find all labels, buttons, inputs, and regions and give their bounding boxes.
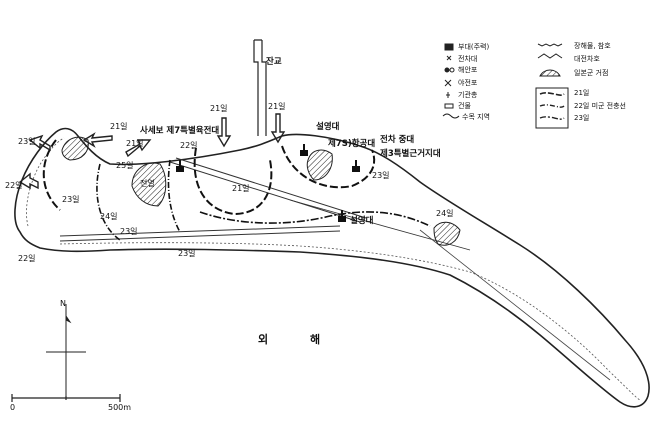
day-label: 25일 (116, 161, 134, 170)
runway-2b (175, 157, 367, 219)
attack-arrows (18, 113, 286, 190)
day-label: 23일 (372, 171, 390, 180)
front-21-center (193, 147, 273, 216)
unit-tank: 전차 중대 (380, 135, 415, 145)
legend-field-gun: 야전포 (458, 79, 478, 87)
pier-label: 잔교 (266, 57, 282, 67)
legend-day21: 21일 (574, 89, 590, 97)
day-label: 23일 (18, 137, 36, 146)
legend-symbols (442, 43, 569, 129)
runway-1b (59, 230, 341, 242)
day-label: 24일 (100, 212, 118, 221)
sea-label-2: 해 (310, 333, 323, 346)
legend-day22: 22일 미군 전충선 (574, 102, 626, 110)
unit-sasebo: 사세보 제7특별육전대 (140, 126, 220, 136)
stronghold-west (131, 162, 167, 207)
day-label: 23일 (178, 249, 196, 258)
day-label: 22일 (180, 141, 198, 150)
stronghold-east (433, 221, 461, 246)
day-label: 21일 (110, 122, 128, 131)
legend-coastal-gun: 해안포 (458, 66, 478, 74)
front-23 (199, 211, 431, 227)
island-outline (14, 127, 650, 408)
legend-antitank: 대전차호 (574, 55, 600, 63)
day-label: 24일 (436, 209, 454, 218)
pier (253, 39, 267, 136)
legend-trees: 수목 지역 (462, 113, 490, 121)
runway-2 (169, 161, 361, 223)
day-label: 22일 (18, 254, 36, 263)
unit-markers (176, 144, 360, 222)
legend-tank: 전차대 (458, 55, 478, 63)
north-arrow (46, 304, 86, 398)
unit-jeonyeol: 전열 (140, 179, 155, 188)
day-label: 23일 (120, 227, 138, 236)
day-label: 21일 (268, 102, 286, 111)
legend-obstacle: 장해물, 참호 (574, 42, 611, 50)
day-label: 23일 (62, 195, 80, 204)
legend-jp-base: 일본군 거점 (574, 69, 609, 77)
unit-seolyoung-top: 설영대 (316, 122, 340, 132)
south-beach-line (59, 242, 641, 401)
day-label: 22일 (5, 181, 23, 190)
scale-end: 500m (108, 403, 132, 412)
front-22 (96, 159, 181, 241)
front-21-west (42, 139, 61, 211)
north-label: N (60, 299, 66, 308)
front-21-east (281, 145, 376, 189)
unit-aviation: 제7S)항공대 (328, 139, 376, 149)
runway-1 (59, 225, 341, 237)
legend-building: 건물 (458, 102, 471, 110)
day-label: 21일 (210, 104, 228, 113)
sea-label-1: 외 (258, 333, 271, 346)
legend-unit: 부대(주력) (458, 43, 490, 51)
legend-day23: 23일 (574, 114, 590, 122)
day-label: 21일 (232, 184, 250, 193)
day-label: 21일 (126, 139, 144, 148)
legend-mg: 기관총 (458, 91, 478, 99)
stronghold-north (61, 136, 89, 161)
stronghold-center (306, 149, 333, 181)
road-east (419, 229, 611, 381)
scale-zero: 0 (10, 403, 16, 412)
scale-bar (11, 394, 121, 402)
unit-special-base: 제3특별근거지대 (380, 149, 441, 159)
unit-seolyoung-bottom: 설영대 (350, 216, 374, 226)
